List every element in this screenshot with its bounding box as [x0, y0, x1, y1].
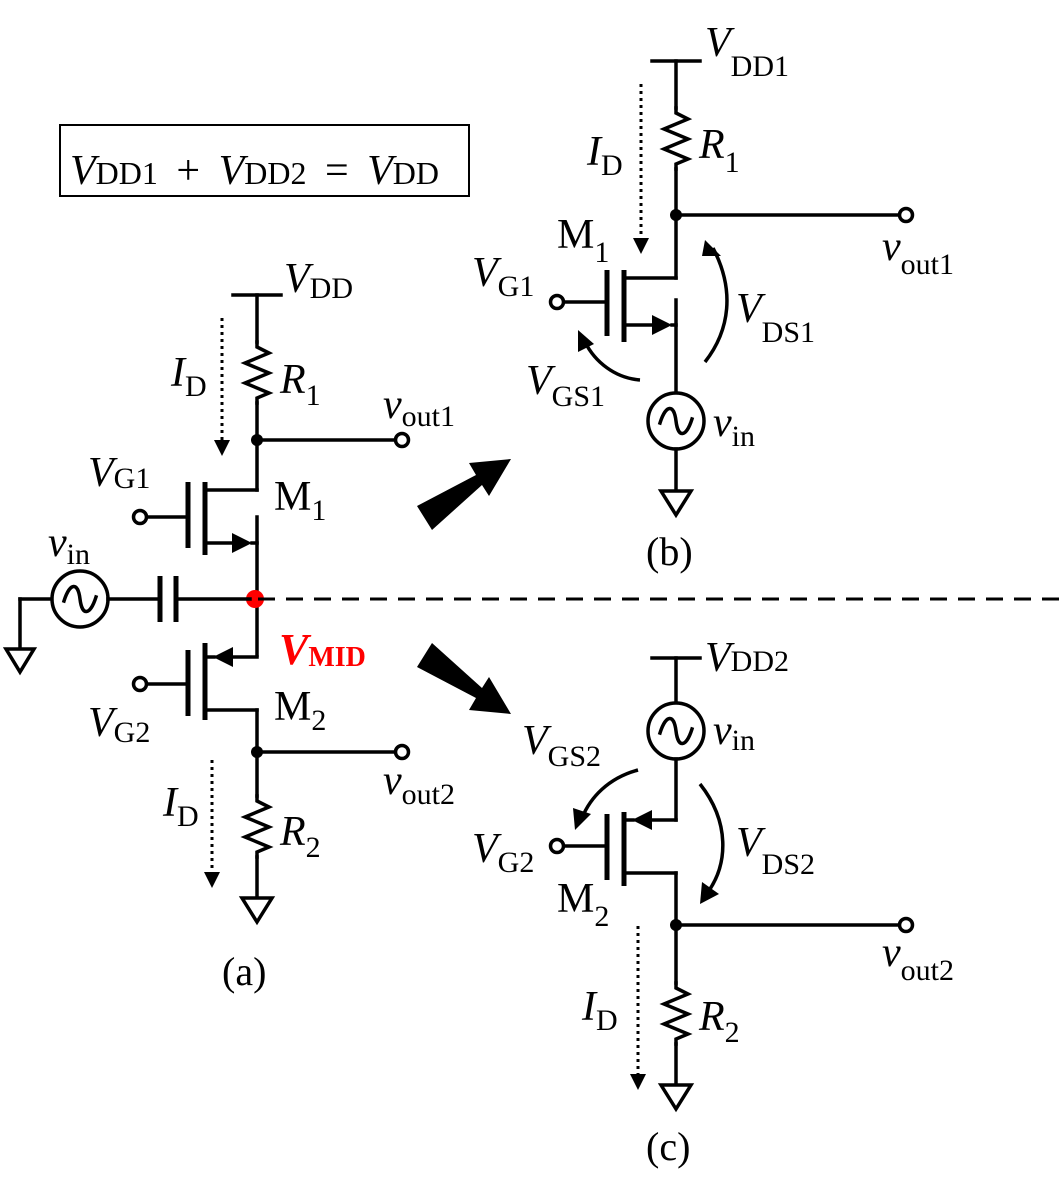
node-vmid — [246, 590, 264, 608]
terminal-vg1-b — [548, 293, 566, 311]
label-vgs2: VGS2 — [522, 718, 601, 773]
label-vgs1: VGS1 — [526, 358, 605, 413]
arrow-to-b — [417, 459, 511, 530]
terminal-vg2 — [131, 675, 149, 693]
transistor-m1-b — [548, 270, 678, 395]
caption-c: (c) — [646, 1124, 690, 1169]
circuit-b: VDD1 ID R1 M1 vout1 VG1 VDS1 VGS1 vin (b… — [472, 20, 954, 574]
label-vout2-c: vout2 — [882, 930, 954, 987]
label-id-bottom: ID — [162, 780, 199, 833]
supply-equation: VDD1 + VDD2 = VDD — [59, 124, 470, 197]
label-vmid: VMID — [279, 625, 366, 674]
label-id-b: ID — [586, 129, 623, 182]
terminal-vout2 — [393, 743, 411, 761]
label-m2-c: M2 — [557, 876, 609, 933]
arc-vds2 — [698, 782, 725, 894]
label-m1-b: M1 — [557, 212, 609, 269]
label-vds2: VDS2 — [736, 820, 815, 881]
ground-c — [657, 1083, 695, 1113]
label-vdd1: VDD1 — [705, 20, 789, 83]
resistor-r2 — [240, 794, 274, 859]
terminal-vg1 — [131, 508, 149, 526]
current-arrow-id-top — [214, 440, 230, 456]
arc-vgs2 — [580, 768, 639, 819]
svg-text:VDD1 + VDD2: VDD1 + VDD2 = VDD — [70, 148, 439, 194]
label-vg2-a: VG2 — [88, 700, 150, 749]
circuit-a: VDD ID R1 vout1 VG1 M1 vin VMID VG2 M2 v… — [2, 256, 455, 994]
label-vg1-a: VG1 — [88, 450, 150, 496]
arrow-to-c — [417, 643, 511, 714]
ground-b — [657, 489, 695, 519]
label-id-top: ID — [170, 350, 207, 403]
ground-a-r2 — [238, 896, 276, 926]
label-vds1: VDS1 — [736, 286, 815, 349]
label-vout2-a: vout2 — [383, 758, 455, 811]
label-id-c: ID — [581, 984, 618, 1037]
terminal-vout1 — [393, 431, 411, 449]
transistor-m2 — [131, 643, 259, 798]
resistor-r2-c — [659, 981, 693, 1046]
resistor-r1 — [240, 340, 274, 405]
terminal-vout2-c — [897, 916, 915, 934]
label-vin-c: vin — [713, 708, 755, 757]
terminal-vout1-b — [897, 206, 915, 224]
caption-a: (a) — [222, 949, 266, 994]
label-vg2-c: VG2 — [472, 826, 534, 879]
arc-vds1 — [703, 247, 729, 364]
resistor-r1-b — [659, 106, 693, 171]
label-r1-b: R1 — [698, 122, 740, 179]
label-vout1-b: vout1 — [882, 224, 954, 281]
label-vdd: VDD — [284, 256, 353, 305]
label-m1-a: M1 — [274, 474, 326, 527]
caption-b: (b) — [646, 529, 693, 574]
terminal-vg2-c — [548, 837, 566, 855]
label-vin-a: vin — [48, 520, 90, 571]
ground-a-input — [2, 647, 38, 676]
current-arrow-id-b — [633, 238, 649, 254]
label-vout1-a: vout1 — [383, 382, 455, 433]
current-arrow-id-bottom — [204, 872, 220, 888]
label-r2: R2 — [279, 809, 321, 864]
circuit-c: VDD2 vin VGS2 VG2 VDS2 M2 vout2 ID R2 (c… — [472, 635, 954, 1169]
label-r2-c: R2 — [698, 994, 740, 1049]
current-arrow-id-c — [630, 1074, 646, 1090]
transistor-m1 — [131, 482, 259, 657]
label-vdd2: VDD2 — [705, 635, 789, 681]
arc-vgs1 — [583, 341, 641, 382]
label-vin-b: vin — [713, 400, 755, 453]
label-vg1-b: VG1 — [472, 250, 534, 303]
label-m2-a: M2 — [274, 684, 326, 737]
label-r1: R1 — [279, 357, 321, 412]
